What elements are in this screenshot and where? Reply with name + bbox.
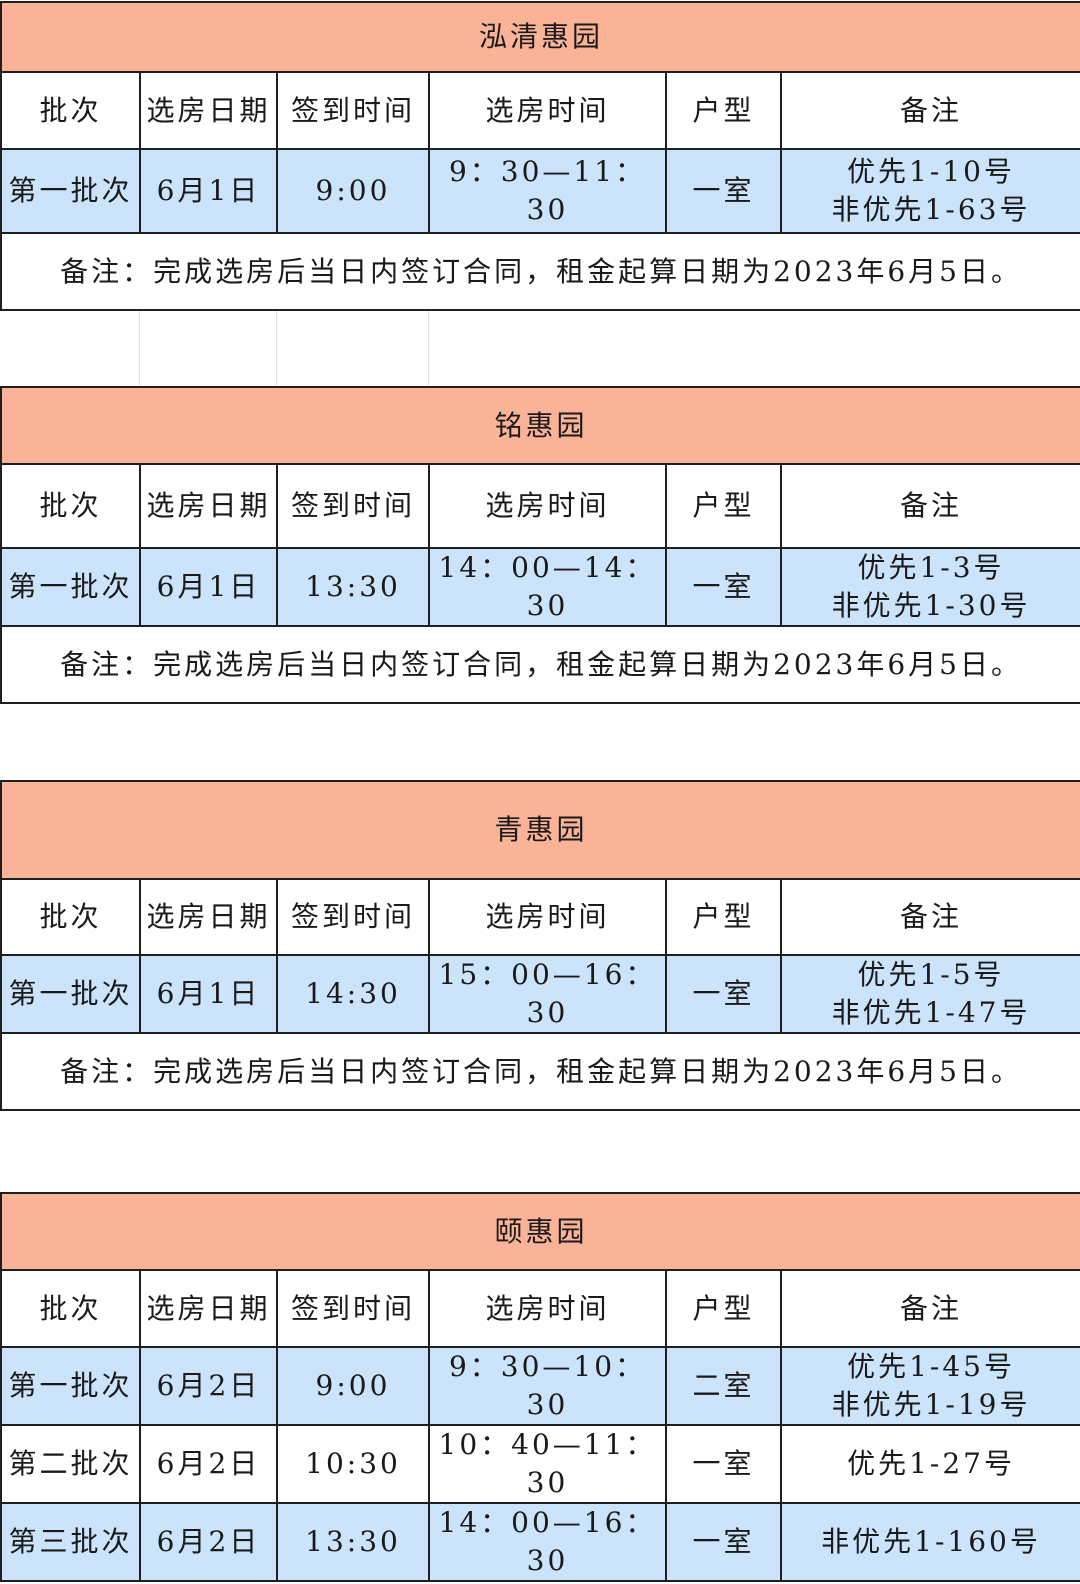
gap-guide-lines — [0, 310, 1080, 386]
cell-checkin: 13:30 — [276, 547, 430, 627]
remark-line: 非优先1-63号 — [831, 193, 1031, 226]
cell-time: 14：00—16：30 — [428, 1502, 667, 1582]
cell-type: 一室 — [665, 148, 782, 234]
column-header: 选房日期 — [139, 71, 278, 150]
column-header: 选房时间 — [428, 463, 667, 549]
column-header: 选房时间 — [428, 1269, 667, 1348]
remark-line: 优先1-3号 — [857, 551, 1005, 584]
cell-date: 6月2日 — [139, 1424, 278, 1504]
remark-line: 优先1-5号 — [857, 958, 1005, 991]
cell-type: 二室 — [665, 1346, 782, 1426]
remark-line: 非优先1-47号 — [831, 996, 1031, 1029]
cell-type: 一室 — [665, 547, 782, 627]
cell-batch: 第二批次 — [0, 1424, 141, 1504]
contract-note: 备注：完成选房后当日内签订合同，租金起算日期为2023年6月5日。 — [0, 1032, 1080, 1111]
cell-date: 6月2日 — [139, 1346, 278, 1426]
cell-time: 9：30—11：30 — [428, 148, 667, 234]
remark-line: 优先1-45号 — [847, 1350, 1015, 1383]
cell-date: 6月1日 — [139, 954, 278, 1034]
column-header: 选房时间 — [428, 71, 667, 150]
column-header: 户型 — [665, 878, 782, 956]
column-header: 选房时间 — [428, 878, 667, 956]
column-header: 备注 — [779, 463, 1080, 549]
cell-time: 14：00—14：30 — [428, 547, 667, 627]
column-header: 户型 — [665, 71, 782, 150]
cell-type: 一室 — [665, 1424, 782, 1504]
column-header: 批次 — [0, 71, 141, 150]
community-title: 泓清惠园 — [0, 1, 1080, 73]
column-header: 批次 — [0, 1269, 141, 1348]
cell-batch: 第一批次 — [0, 1346, 141, 1426]
cell-batch: 第三批次 — [0, 1502, 141, 1582]
cell-remarks: 优先1-27号 — [779, 1424, 1080, 1504]
community-title: 青惠园 — [0, 780, 1080, 880]
column-header: 户型 — [665, 463, 782, 549]
cell-time: 15：00—16：30 — [428, 954, 667, 1034]
cell-batch: 第一批次 — [0, 954, 141, 1034]
cell-batch: 第一批次 — [0, 547, 141, 627]
cell-remarks: 优先1-5号非优先1-47号 — [779, 954, 1080, 1034]
remark-line: 优先1-10号 — [847, 155, 1015, 188]
column-header: 备注 — [779, 71, 1080, 150]
cell-checkin: 13:30 — [276, 1502, 430, 1582]
community-title: 铭惠园 — [0, 386, 1080, 465]
cell-checkin: 9:00 — [276, 1346, 430, 1426]
column-header: 签到时间 — [276, 1269, 430, 1348]
cell-remarks: 优先1-45号非优先1-19号 — [779, 1346, 1080, 1426]
column-header: 签到时间 — [276, 878, 430, 956]
cell-remarks: 优先1-3号非优先1-30号 — [779, 547, 1080, 627]
cell-date: 6月2日 — [139, 1502, 278, 1582]
contract-note: 备注：完成选房后当日内签订合同，租金起算日期为2023年6月5日。 — [0, 232, 1080, 311]
cell-date: 6月1日 — [139, 547, 278, 627]
cell-checkin: 10:30 — [276, 1424, 430, 1504]
cell-time: 9：30—10：30 — [428, 1346, 667, 1426]
cell-checkin: 14:30 — [276, 954, 430, 1034]
column-header: 签到时间 — [276, 71, 430, 150]
remark-line: 非优先1-160号 — [821, 1525, 1041, 1558]
cell-time: 10：40—11：30 — [428, 1424, 667, 1504]
cell-batch: 第一批次 — [0, 148, 141, 234]
cell-remarks: 非优先1-160号 — [779, 1502, 1080, 1582]
remark-line: 非优先1-30号 — [831, 589, 1031, 622]
column-header: 选房日期 — [139, 878, 278, 956]
cell-checkin: 9:00 — [276, 148, 430, 234]
column-header: 选房日期 — [139, 463, 278, 549]
cell-type: 一室 — [665, 954, 782, 1034]
community-title: 颐惠园 — [0, 1192, 1080, 1271]
cell-remarks: 优先1-10号非优先1-63号 — [779, 148, 1080, 234]
column-header: 户型 — [665, 1269, 782, 1348]
contract-note: 备注：完成选房后当日内签订合同，租金起算日期为2023年6月5日。 — [0, 625, 1080, 704]
column-header: 批次 — [0, 463, 141, 549]
column-header: 批次 — [0, 878, 141, 956]
column-header: 备注 — [779, 1269, 1080, 1348]
cell-type: 一室 — [665, 1502, 782, 1582]
column-header: 选房日期 — [139, 1269, 278, 1348]
column-header: 备注 — [779, 878, 1080, 956]
column-header: 签到时间 — [276, 463, 430, 549]
cell-date: 6月1日 — [139, 148, 278, 234]
remark-line: 非优先1-19号 — [831, 1388, 1031, 1421]
remark-line: 优先1-27号 — [847, 1447, 1015, 1480]
